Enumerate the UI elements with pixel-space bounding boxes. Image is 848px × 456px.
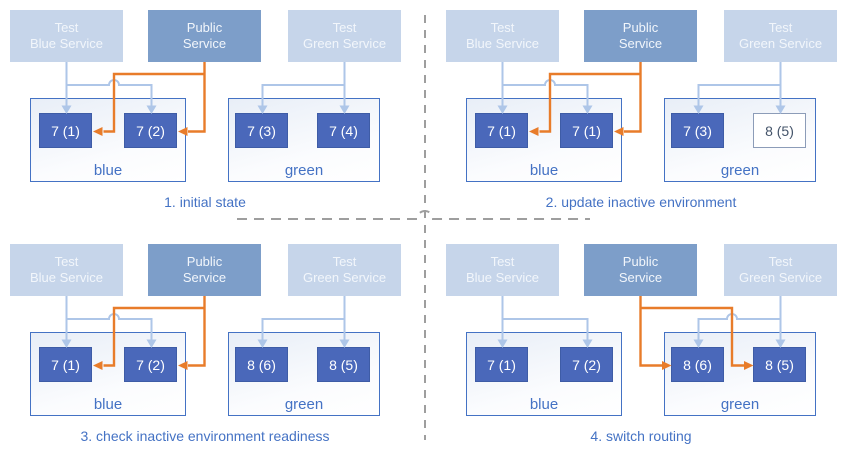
- instance-box: 7 (1): [39, 347, 92, 382]
- environment-box-blue: 7 (1) 7 (2) blue: [466, 332, 622, 416]
- instance-box: 8 (5): [753, 113, 806, 148]
- environment-label: blue: [529, 396, 559, 413]
- test-green-service-box: Test Green Service: [724, 244, 837, 296]
- instance-box: 8 (5): [317, 347, 370, 382]
- instance-box: 8 (5): [753, 347, 806, 382]
- test-green-service-box: Test Green Service: [288, 10, 401, 62]
- instance-box: 8 (6): [671, 347, 724, 382]
- quadrant-caption: 4. switch routing: [590, 428, 692, 444]
- quadrant-caption: 2. update inactive environment: [545, 194, 737, 210]
- environment-box-green: 7 (3) 8 (5) green: [664, 98, 816, 182]
- test-blue-service-box: Test Blue Service: [10, 10, 123, 62]
- environment-label: blue: [93, 162, 123, 179]
- public-service-box: Public Service: [148, 244, 261, 296]
- environment-label: blue: [93, 396, 123, 413]
- environment-box-green: 8 (6) 8 (5) green: [664, 332, 816, 416]
- environment-box-blue: 7 (1) 7 (2) blue: [30, 332, 186, 416]
- environment-label: green: [720, 162, 760, 179]
- public-service-box: Public Service: [584, 10, 697, 62]
- quadrant-switch-routing: Test Blue Service Public Service Test Gr…: [446, 244, 837, 449]
- quadrant-caption: 1. initial state: [164, 194, 246, 210]
- environment-label: green: [284, 162, 324, 179]
- instance-box: 7 (1): [475, 347, 528, 382]
- test-green-service-box: Test Green Service: [724, 10, 837, 62]
- instance-box: 7 (2): [124, 347, 177, 382]
- instance-box: 8 (6): [235, 347, 288, 382]
- public-service-box: Public Service: [584, 244, 697, 296]
- instance-box: 7 (1): [39, 113, 92, 148]
- test-blue-service-box: Test Blue Service: [10, 244, 123, 296]
- quadrant-check-readiness: Test Blue Service Public Service Test Gr…: [10, 244, 401, 449]
- test-blue-service-box: Test Blue Service: [446, 10, 559, 62]
- test-blue-service-box: Test Blue Service: [446, 244, 559, 296]
- instance-box: 7 (4): [317, 113, 370, 148]
- instance-box: 7 (2): [560, 347, 613, 382]
- environment-label: green: [720, 396, 760, 413]
- environment-box-blue: 7 (1) 7 (2) blue: [30, 98, 186, 182]
- test-green-service-box: Test Green Service: [288, 244, 401, 296]
- environment-label: blue: [529, 162, 559, 179]
- quadrant-update-inactive: Test Blue Service Public Service Test Gr…: [446, 10, 837, 215]
- instance-box: 7 (3): [235, 113, 288, 148]
- quadrant-initial-state: Test Blue Service Public Service Test Gr…: [10, 10, 401, 215]
- instance-box: 7 (1): [475, 113, 528, 148]
- environment-box-green: 8 (6) 8 (5) green: [228, 332, 380, 416]
- public-service-box: Public Service: [148, 10, 261, 62]
- instance-box: 7 (2): [124, 113, 177, 148]
- environment-label: green: [284, 396, 324, 413]
- environment-box-blue: 7 (1) 7 (1) blue: [466, 98, 622, 182]
- instance-box: 7 (3): [671, 113, 724, 148]
- environment-box-green: 7 (3) 7 (4) green: [228, 98, 380, 182]
- instance-box: 7 (1): [560, 113, 613, 148]
- quadrant-caption: 3. check inactive environment readiness: [80, 428, 330, 444]
